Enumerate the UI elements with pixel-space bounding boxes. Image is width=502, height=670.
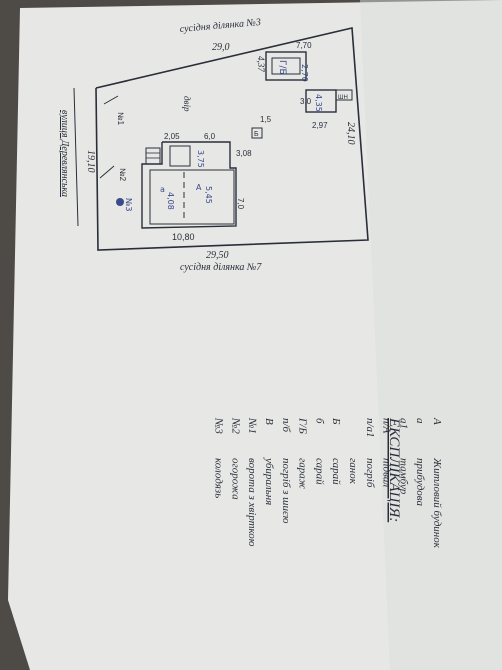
street-label: вулиця Деревлянська — [59, 110, 70, 197]
legend-text: підвал — [381, 458, 393, 487]
yard-label: двір — [182, 96, 192, 112]
dim-house-width: 10,80 — [172, 232, 195, 242]
legend-text: гараж — [297, 458, 309, 490]
house-top-size: 3,75 — [196, 150, 205, 168]
garage-label: Г/Б — [277, 60, 287, 75]
dim-house-step: 2,05 — [164, 132, 180, 141]
legend-text: сарай — [313, 458, 325, 485]
legend-code: №3 — [213, 417, 225, 434]
shed-label: ШН — [338, 95, 348, 101]
legend-code: №2 — [229, 417, 241, 434]
garage-size: 2,70 — [300, 64, 309, 82]
porch-size: 4,08 — [166, 192, 175, 210]
dim-right: 24,10 — [345, 122, 356, 145]
legend-code: б — [313, 418, 325, 424]
barn-size: 4,35 — [314, 94, 323, 112]
marker-fence: №2 — [118, 168, 127, 182]
house-area: 5,45 — [204, 186, 213, 204]
dim-garage-side: 3,0 — [300, 97, 312, 106]
legend-text: прибудова — [414, 458, 426, 507]
legend-code: №1 — [246, 417, 258, 434]
legend-text: сарай — [330, 458, 342, 485]
porch-steps — [145, 147, 161, 165]
legend-code: п/а1 — [364, 418, 376, 438]
garage-building — [265, 51, 307, 81]
legend-text: убиральня — [263, 457, 275, 505]
legend-code: п/б — [280, 418, 292, 433]
well-icon — [116, 198, 124, 206]
legend-text: погріб з шиєю — [280, 458, 292, 524]
legend-code: Б — [330, 417, 342, 425]
dim-house-mid: 3,08 — [236, 149, 252, 158]
dim-marker: 1,5 — [260, 115, 272, 124]
site-boundary — [95, 27, 369, 251]
legend-rows: А Житловий будинок а прибудова а1 тамбур п/А пі… — [213, 417, 443, 549]
marker-well: №3 — [124, 198, 133, 211]
legend: ЕКСПЛІКАЦІЯ: А Житловий будинок а прибудова… — [213, 417, 443, 549]
marker-box — [251, 127, 263, 139]
dim-house-side: 7,0 — [236, 198, 245, 210]
house-label: А — [196, 183, 202, 192]
porch-label: а — [160, 185, 165, 194]
barn-building — [305, 89, 337, 113]
legend-code: В — [263, 418, 275, 425]
legend-code: А — [431, 417, 443, 425]
dim-house-front: 6,0 — [204, 132, 216, 141]
marker-box-label: Б — [254, 131, 259, 138]
dim-bottom: 29,50 — [206, 250, 229, 261]
legend-code: а — [414, 418, 426, 424]
marker-gate: №1 — [116, 112, 125, 126]
legend-text: тамбур — [397, 458, 409, 495]
dim-garage-top: 7,70 — [296, 41, 312, 50]
legend-code: а1 — [397, 418, 409, 429]
legend-text: колодязь — [213, 458, 225, 498]
legend-text: ворота з хвірткою — [246, 458, 258, 547]
dim-top: 29,0 — [212, 42, 230, 53]
legend-title: ЕКСПЛІКАЦІЯ: — [386, 417, 402, 522]
legend-code: п/А — [381, 418, 393, 434]
legend-code: Г/Б — [297, 417, 309, 434]
shed-building — [335, 89, 353, 101]
legend-text: погріб — [364, 458, 376, 488]
legend-text: огорожа — [229, 458, 241, 500]
dim-left: 19,10 — [85, 150, 96, 173]
legend-text: Житловий будинок — [431, 457, 443, 549]
dim-garage-depth: 2,97 — [312, 121, 328, 130]
dim-left-top: 4,37 — [256, 56, 266, 72]
neighbor-bottom-label: сусідня ділянка №7 — [180, 262, 262, 273]
legend-text: ганок — [347, 458, 359, 485]
